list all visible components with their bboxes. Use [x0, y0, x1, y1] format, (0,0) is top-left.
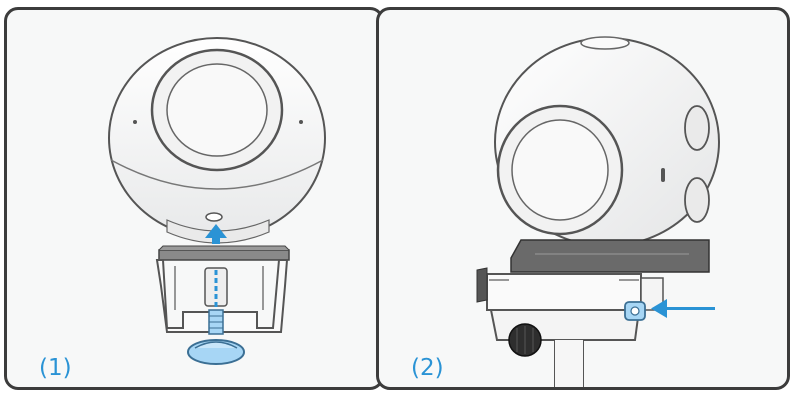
camera-body [108, 37, 326, 244]
mounting-screw [187, 309, 245, 365]
tripod-mount [476, 239, 710, 387]
step-1-illustration [108, 37, 326, 365]
locking-knob [624, 301, 646, 321]
step-2-panel: (2) [376, 7, 790, 390]
step-1-panel: (1) [4, 7, 384, 390]
step-1-label: (1) [39, 355, 72, 381]
push-arrow-icon [651, 299, 715, 318]
insert-arrow-icon [205, 224, 227, 244]
camera-body [494, 36, 720, 247]
quick-release-mount [155, 245, 290, 333]
step-2-label: (2) [411, 355, 444, 381]
step-2-illustration [476, 36, 720, 387]
